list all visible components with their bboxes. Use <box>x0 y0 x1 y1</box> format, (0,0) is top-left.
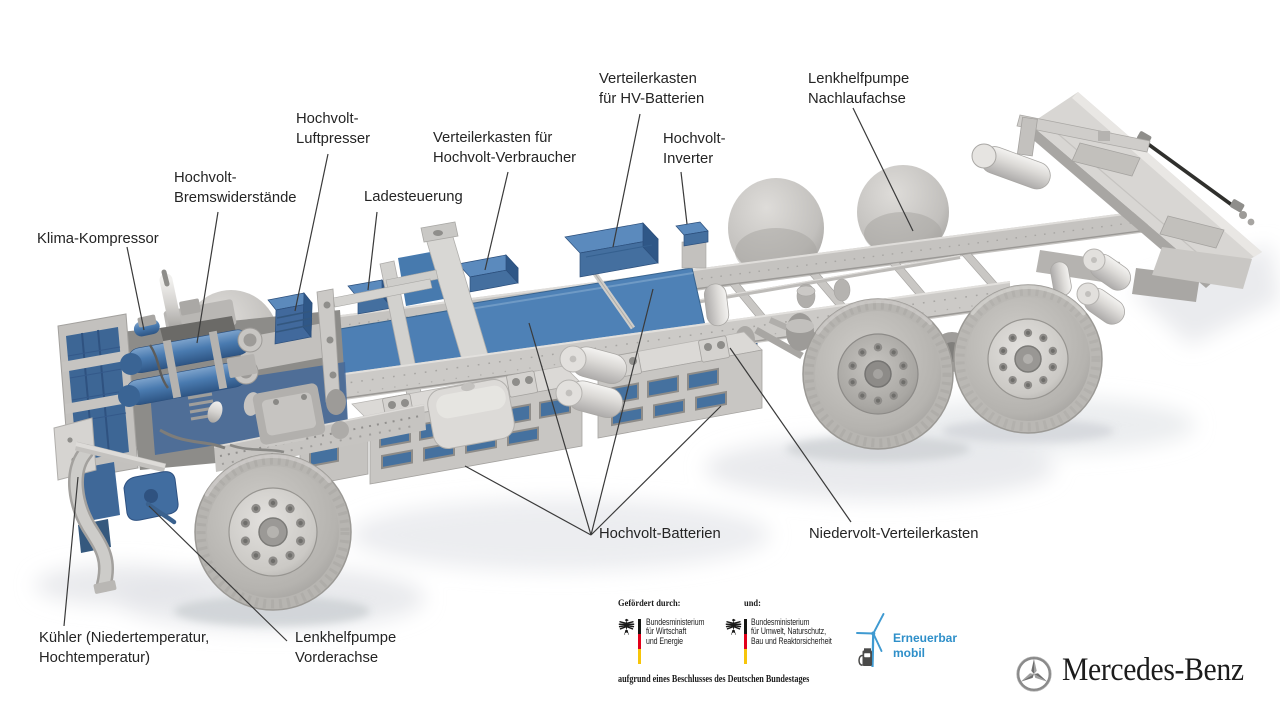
flag-bar-environment <box>744 619 747 664</box>
label-verteilerkasten-hochvolt-verbraucher: Verteilerkasten für Hochvolt-Verbraucher <box>433 130 577 167</box>
leader-hochvolt-batterien-1 <box>528 322 592 536</box>
label-lenkhelfpumpe-vorderachse: Lenkhelfpumpe Vorderachse <box>295 630 397 667</box>
label-lenkhelfpumpe-nachlaufachse: Lenkhelfpumpe Nachlaufachse <box>808 71 910 108</box>
funding-note: aufgrund eines Beschlusses des Deutschen… <box>618 674 810 685</box>
cross-members <box>689 253 998 317</box>
leader-nachlaufachse <box>852 107 914 232</box>
leader-hochvolt-batterien-4 <box>464 465 592 536</box>
inverter-box <box>675 221 709 269</box>
leader-hv-batterien-kasten <box>612 113 641 248</box>
label-verteilerkasten-hv-batterien: Verteilerkasten für HV-Batterien <box>599 71 705 108</box>
leader-bremswiderstaende <box>196 211 219 344</box>
flag-bar-economy <box>638 619 641 664</box>
leader-vorderachse <box>148 505 288 642</box>
label-hochvolt-inverter: Hochvolt- Inverter <box>663 131 726 168</box>
leader-kuehler <box>63 476 79 627</box>
label-klima-kompressor: Klima-Kompressor <box>37 231 159 247</box>
mercedes-star-icon <box>1016 656 1052 692</box>
ministry-environment-label: Bundesministerium für Umwelt, Naturschut… <box>751 617 832 646</box>
label-hochvolt-batterien: Hochvolt-Batterien <box>599 526 721 542</box>
federal-eagle-icon-2 <box>725 618 742 636</box>
label-hochvolt-luftpresser: Hochvolt- Luftpresser <box>296 111 371 148</box>
funding-caption-right: und: <box>744 598 761 609</box>
leader-lines <box>63 107 914 642</box>
program-label: Erneuerbar mobil <box>893 631 958 660</box>
label-niedervolt-verteilerkasten: Niedervolt-Verteilerkasten <box>809 526 979 542</box>
wind-turbine-icon <box>856 613 885 667</box>
hydraulic-tank <box>427 379 515 449</box>
leader-klima-kompressor <box>126 246 145 331</box>
brand-wordmark: Mercedes-Benz <box>1062 652 1244 688</box>
leader-hochvolt-batterien-3 <box>590 405 722 536</box>
label-hochvolt-bremswiderstaende: Hochvolt- Bremswiderstände <box>174 170 297 207</box>
ministry-economy-label: Bundesministerium für Wirtschaft und Ene… <box>646 617 705 646</box>
fuel-pump-icon <box>858 648 872 666</box>
rear-wheel-1 <box>802 298 954 450</box>
leader-inverter <box>680 171 688 225</box>
rear-wheel-2 <box>953 284 1103 434</box>
leader-niedervolt <box>729 347 852 523</box>
funding-caption-left: Gefördert durch: <box>618 598 681 609</box>
front-axle <box>68 441 179 594</box>
federal-eagle-icon <box>618 618 635 636</box>
label-kuehler: Kühler (Niedertemperatur, Hochtemperatur… <box>39 630 210 667</box>
steering-pump <box>123 471 179 525</box>
luftpresser-box <box>267 292 313 345</box>
leader-luftpresser <box>294 153 329 312</box>
verbraucher-box <box>457 254 519 293</box>
leader-hochvolt-batterien-2 <box>590 288 654 536</box>
air-tanks <box>555 143 1131 419</box>
label-ladesteuerung: Ladesteuerung <box>364 189 463 205</box>
hv-batterien-kasten-box <box>564 222 659 278</box>
leader-ladesteuerung <box>367 211 378 291</box>
leader-verbraucher <box>484 171 509 271</box>
front-wheel <box>194 453 352 611</box>
rear-platform <box>1016 92 1262 302</box>
